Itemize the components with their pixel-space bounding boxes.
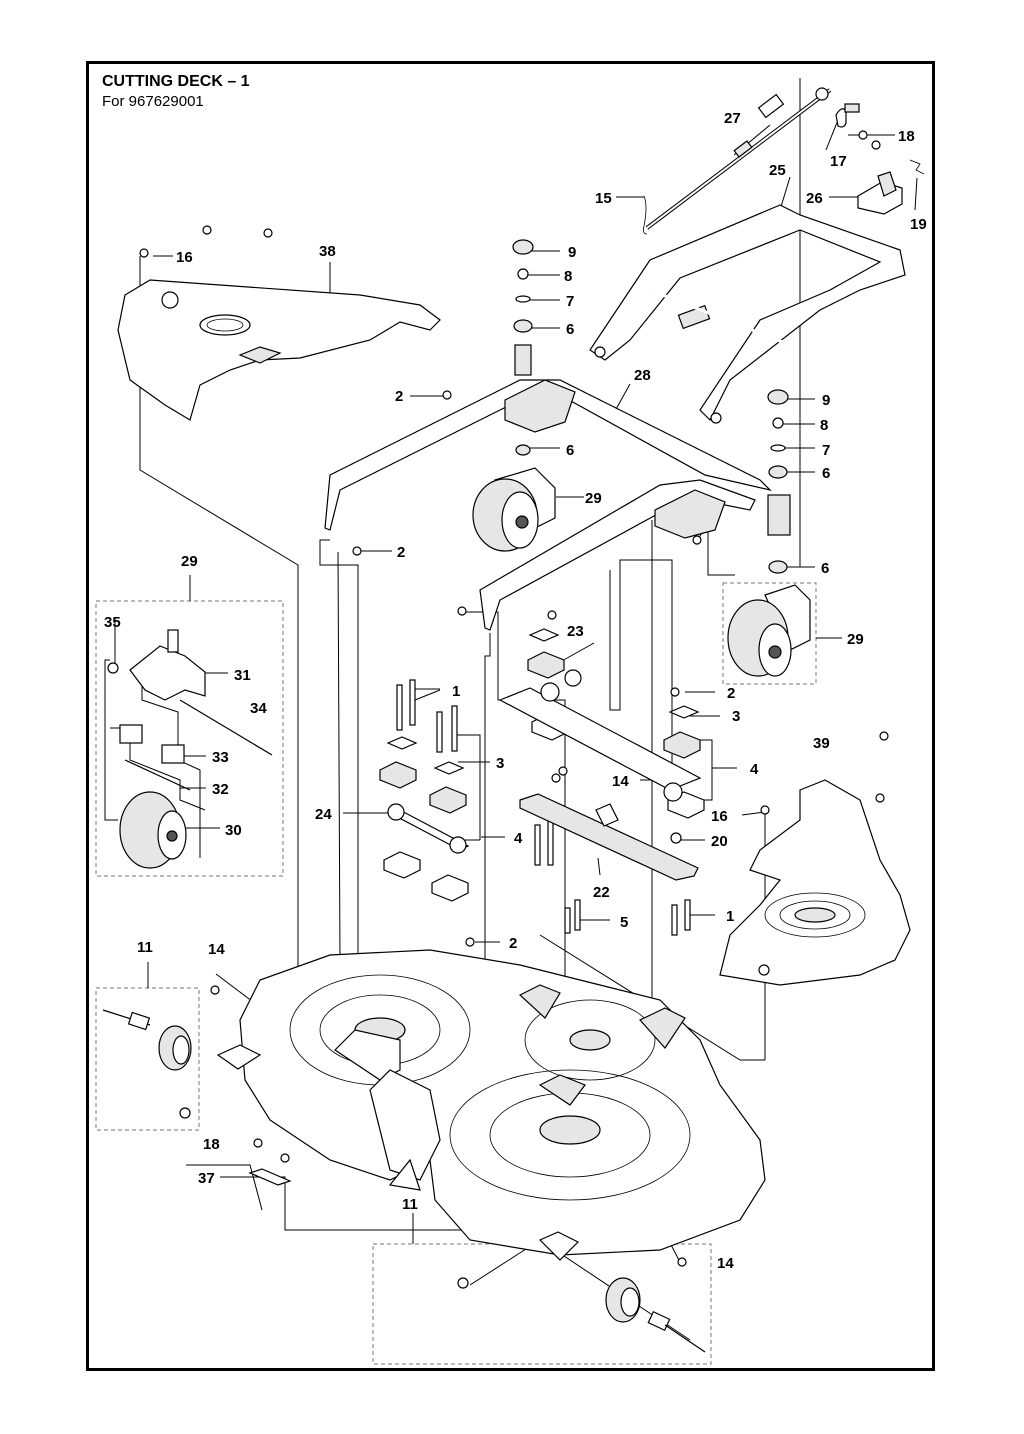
spring-clip-19 <box>909 159 925 175</box>
callout-1: 1 <box>452 683 460 700</box>
callout-2: 2 <box>395 388 403 405</box>
callout-37: 37 <box>198 1170 215 1187</box>
callout-24: 24 <box>315 806 332 823</box>
callout-29: 29 <box>585 490 602 507</box>
callout-14: 14 <box>208 941 225 958</box>
callout-25: 25 <box>769 162 786 179</box>
callout-6: 6 <box>821 560 829 577</box>
callout-23: 23 <box>567 623 584 640</box>
callout-11: 11 <box>137 939 153 956</box>
roller-assembly-bottom <box>605 1277 706 1353</box>
callout-2: 2 <box>727 685 735 702</box>
callout-20: 20 <box>711 833 728 850</box>
callout-28: 28 <box>634 367 651 384</box>
pin-15 <box>643 195 648 235</box>
callout-4: 4 <box>514 830 523 847</box>
callout-18: 18 <box>203 1136 220 1153</box>
bracket-22 <box>519 793 699 881</box>
callout-8: 8 <box>564 268 572 285</box>
group-box-11-bottom <box>372 1243 712 1365</box>
callout-34: 34 <box>250 700 267 717</box>
callout-26: 26 <box>806 190 823 207</box>
callout-4: 4 <box>750 761 759 778</box>
callout-8: 8 <box>820 417 828 434</box>
callout-labels: 27 17 18 15 25 26 19 9 8 7 6 16 38 2 28 … <box>104 110 927 1272</box>
callout-29: 29 <box>181 553 198 570</box>
diagram-frame <box>86 61 935 1371</box>
callout-1: 1 <box>726 908 734 925</box>
plate-37 <box>248 1168 292 1186</box>
caster-wheel-right <box>727 584 811 677</box>
callout-31: 31 <box>234 667 251 684</box>
callout-7: 7 <box>822 442 830 459</box>
mower-deck-housing <box>216 949 766 1261</box>
callout-14: 14 <box>612 773 629 790</box>
mount-blocks-right <box>527 628 705 819</box>
callout-33: 33 <box>212 749 229 766</box>
callout-9: 9 <box>568 244 576 261</box>
callout-17: 17 <box>830 153 847 170</box>
pivot-shaft-23 <box>498 669 702 802</box>
mount-blocks-left <box>379 736 469 902</box>
callout-2: 2 <box>397 544 405 561</box>
callout-6: 6 <box>822 465 830 482</box>
lift-frame <box>589 204 906 424</box>
deck-shield-38 <box>117 279 441 421</box>
callout-14: 14 <box>717 1255 734 1272</box>
hardware-column-right <box>767 389 789 574</box>
callout-39: 39 <box>813 735 830 752</box>
front-axle-28 <box>324 344 791 631</box>
callout-38: 38 <box>319 243 336 260</box>
callout-11: 11 <box>402 1196 418 1213</box>
callout-22: 22 <box>593 884 610 901</box>
callout-35: 35 <box>104 614 121 631</box>
callout-30: 30 <box>225 822 242 839</box>
bolts-and-nuts <box>139 130 889 1289</box>
callout-32: 32 <box>212 781 229 798</box>
callout-18: 18 <box>898 128 915 145</box>
callout-16: 16 <box>176 249 193 266</box>
callout-27: 27 <box>724 110 741 127</box>
bracket-26 <box>857 171 903 215</box>
hardware-column-left <box>512 239 534 456</box>
callout-19: 19 <box>910 216 927 233</box>
callout-9: 9 <box>822 392 830 409</box>
callout-2: 2 <box>509 935 517 952</box>
roller-assembly-left <box>102 1009 192 1071</box>
callout-29: 29 <box>847 631 864 648</box>
callout-3: 3 <box>496 755 504 772</box>
page-subtitle: For 967629001 <box>102 93 204 110</box>
callout-7: 7 <box>566 293 574 310</box>
group-box-29-right <box>722 582 817 685</box>
callout-3: 3 <box>732 708 740 725</box>
pivot-shaft-24 <box>386 803 470 854</box>
callout-15: 15 <box>595 190 612 207</box>
callout-5: 5 <box>620 914 628 931</box>
deck-shield-39 <box>719 779 911 986</box>
clip-17 <box>835 103 860 128</box>
callout-6: 6 <box>566 321 574 338</box>
page-title: CUTTING DECK – 1 <box>102 73 250 90</box>
callout-6: 6 <box>566 442 574 459</box>
caster-wheel-detail <box>107 629 273 869</box>
lift-handle-rod <box>645 87 832 230</box>
caster-wheel-front <box>472 467 556 552</box>
bolts-1-left <box>396 679 458 753</box>
callout-16: 16 <box>711 808 728 825</box>
